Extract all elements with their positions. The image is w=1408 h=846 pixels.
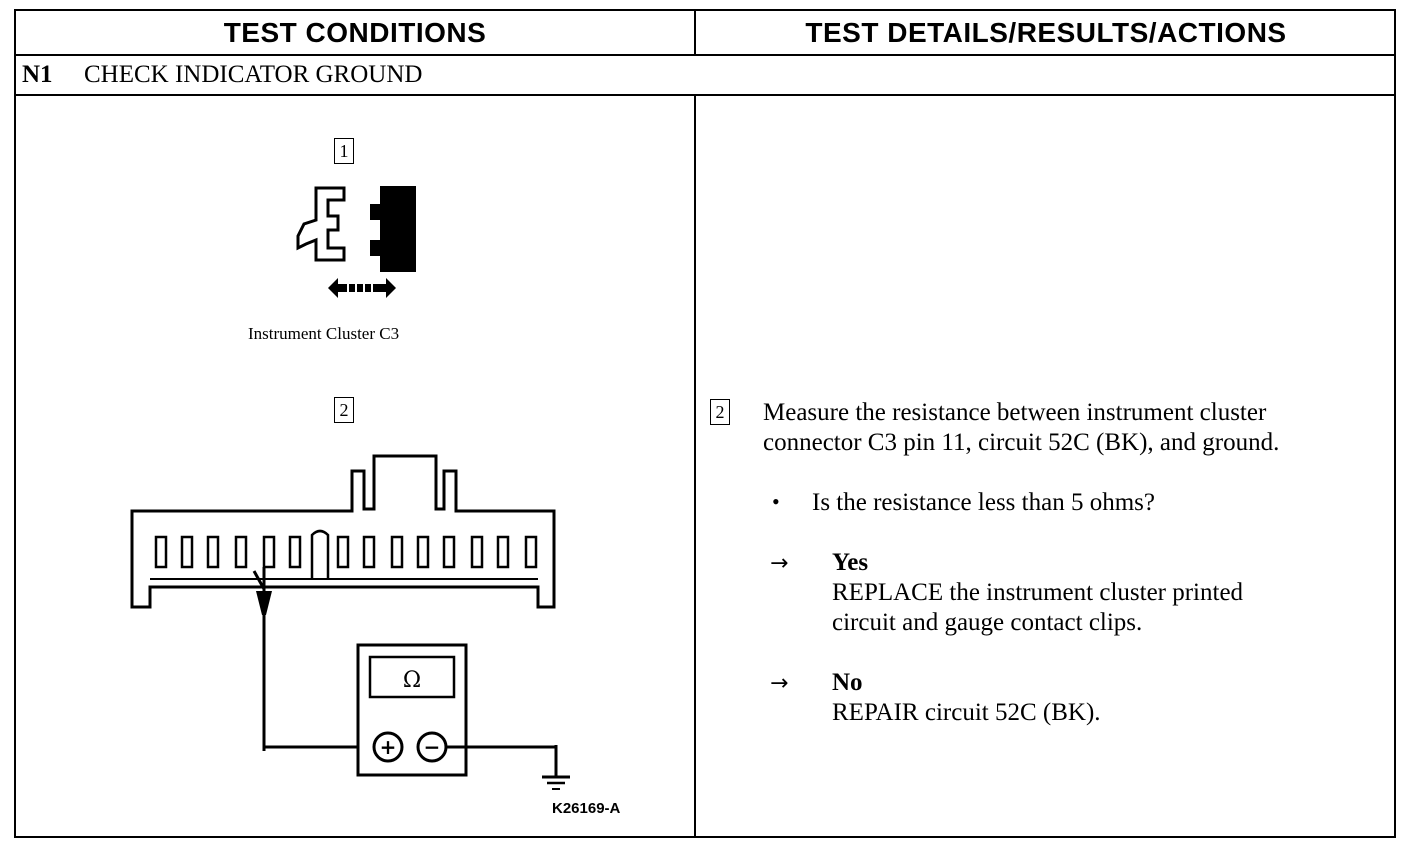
step-rule [16,94,1396,96]
no-action: REPAIR circuit 52C (BK). [832,699,1101,726]
figure-2-number: 2 [334,397,354,423]
header-rule [16,54,1396,56]
connector-disconnect-icon [296,186,416,298]
no-result: No REPAIR circuit 52C (BK). [832,668,1101,728]
figure-1-caption: Instrument Cluster C3 [248,324,400,343]
bullet-icon: • [772,489,780,514]
detail-step-number: 2 [710,399,730,425]
yes-result: Yes REPLACE the instrument cluster print… [832,548,1243,638]
yes-label: Yes [832,549,869,576]
minus-terminal: − [424,735,441,759]
figure-reference: K26169-A [552,800,621,817]
meter-display-symbol: Ω [403,668,421,693]
yes-action-line-2: circuit and gauge contact clips. [832,609,1143,636]
figure-1-number: 1 [334,138,354,164]
ohmmeter-connector-diagram: Ω + − [130,454,570,790]
step-id: N1 [22,61,53,88]
instruction-line-1: Measure the resistance between instrumen… [763,399,1267,426]
instruction-text: Measure the resistance between instrumen… [763,398,1279,458]
no-label: No [832,669,863,696]
step-row: N1 CHECK INDICATOR GROUND [16,56,1396,94]
no-arrow-icon: → [770,671,789,696]
instruction-line-2: connector C3 pin 11, circuit 52C (BK), a… [763,429,1280,456]
step-title: CHECK INDICATOR GROUND [84,61,423,88]
yes-action-line-1: REPLACE the instrument cluster printed [832,579,1244,606]
test-details-header: TEST DETAILS/RESULTS/ACTIONS [805,16,1287,48]
question-text: Is the resistance less than 5 ohms? [812,489,1155,516]
body-divider [694,96,696,838]
yes-arrow-icon: → [770,551,789,576]
test-table: TEST CONDITIONS TEST DETAILS/RESULTS/ACT… [14,9,1396,838]
header-divider [694,11,696,54]
test-conditions-header: TEST CONDITIONS [223,16,487,48]
plus-terminal: + [380,735,397,759]
